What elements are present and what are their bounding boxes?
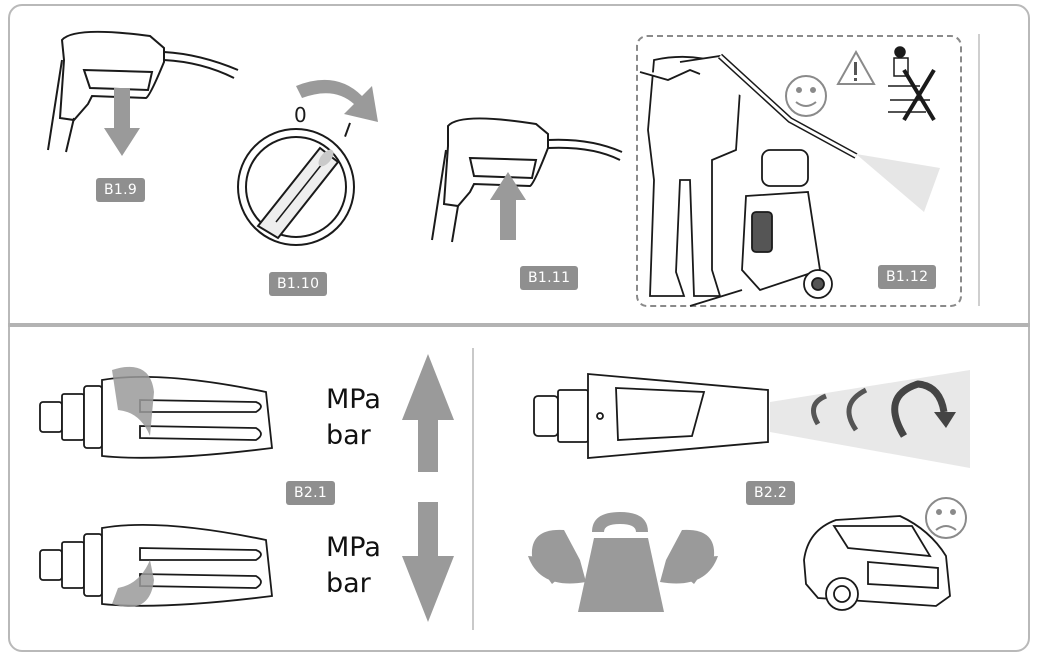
unit-mpa-up: MPa [326,384,381,415]
step-label-b1-10: B1.10 [269,272,328,296]
unit-bar-up: bar [326,420,371,451]
rotate-arrow-top [112,366,154,436]
section-divider-vertical [472,348,474,630]
section-divider [8,323,1030,327]
switch-on-label: I [341,118,355,143]
pressure-washer-machine [689,149,833,307]
step-label-b2-1: B2.1 [286,481,336,505]
car-illustration [803,515,951,611]
pressure-down-arrow [402,502,454,622]
operator-figure [639,53,858,297]
strong-weight-icon [528,512,718,612]
rotate-right-arrow [296,79,378,122]
nozzle-top [39,375,273,459]
step-label-b2-2: B2.2 [746,481,796,505]
pressure-units-up: MPa bar [326,382,381,454]
rotary-switch [237,128,355,246]
nozzle-bottom [39,523,273,607]
top-right-divider [978,34,980,306]
no-spray-people-icon [888,46,936,122]
rotate-arrow-bottom [112,560,154,607]
press-down-arrow [104,88,140,156]
sad-face-icon [925,497,967,539]
step-label-b1-11: B1.11 [520,266,579,290]
b1-12-dashed-box [636,35,962,307]
press-up-arrow [490,172,526,240]
spray-gun-b1-11 [431,117,623,243]
rotation-arrowhead [934,412,956,428]
spray-gun-b1-9 [47,30,239,153]
spray-cone [856,154,940,212]
step-label-b1-9: B1.9 [96,178,146,202]
spray-fan [770,370,970,468]
unit-bar-down: bar [326,568,371,599]
switch-off-label: 0 [294,103,307,127]
unit-mpa-down: MPa [326,532,381,563]
pressure-units-down: MPa bar [326,530,381,602]
pressure-up-arrow [402,354,454,472]
rotating-arrows [811,380,948,438]
step-label-b1-12: B1.12 [878,265,937,289]
outer-frame [8,4,1030,652]
warning-icon [836,49,876,85]
fan-nozzle [533,373,769,459]
smiley-icon [785,75,827,117]
